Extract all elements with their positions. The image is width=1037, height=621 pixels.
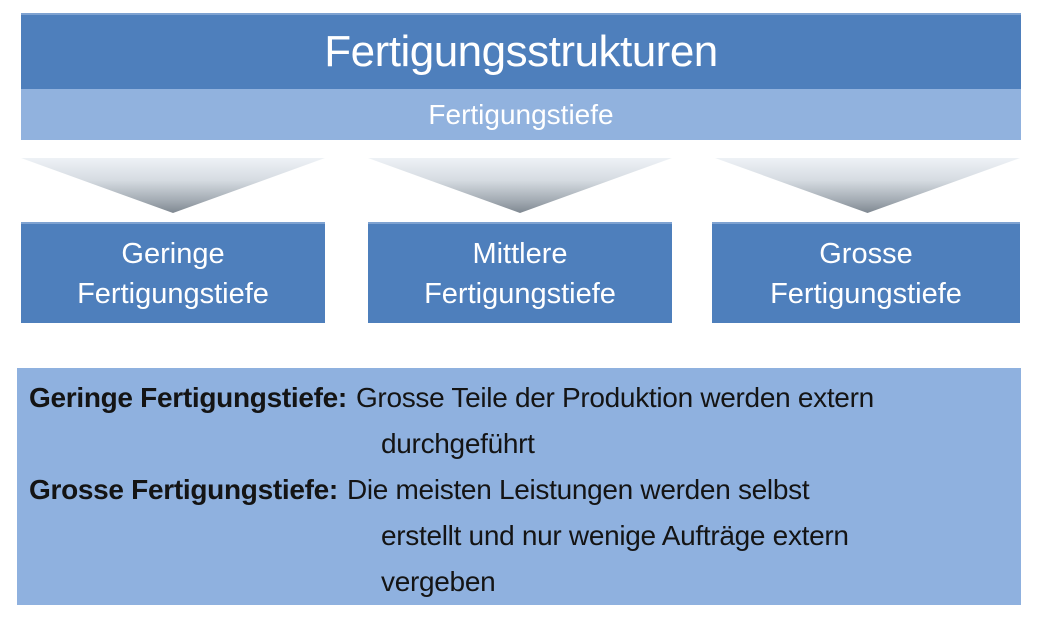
info-line: durchgeführt [29,421,1021,467]
info-box: Geringe Fertigungstiefe: Grosse Teile der… [17,368,1021,605]
info-description: erstellt und nur wenige Aufträge extern [381,520,849,551]
info-description: durchgeführt [381,428,535,459]
down-arrow-icon [368,158,672,213]
level-label-line1: Grosse [819,237,913,270]
info-line: Geringe Fertigungstiefe: Grosse Teile der… [29,375,1021,421]
info-term: Geringe Fertigungstiefe: [29,382,347,413]
subtitle: Fertigungstiefe [428,98,614,130]
info-description: Grosse Teile der Produktion werden exter… [355,382,874,413]
level-box-geringe: Geringe Fertigungstiefe [21,222,325,323]
level-label-line2: Fertigungstiefe [77,277,269,310]
page-title-bar: Fertigungsstrukturen [21,13,1021,89]
info-line: Grosse Fertigungstiefe: Die meisten Leist… [29,467,1021,513]
info-description: vergeben [381,566,496,597]
page-title: Fertigungsstrukturen [324,27,718,76]
header-group: Fertigungsstrukturen Fertigungstiefe [21,13,1021,140]
info-line: vergeben [29,559,1021,605]
down-arrow-icon [715,158,1020,213]
level-label-line2: Fertigungstiefe [770,277,962,310]
info-term: Grosse Fertigungstiefe: [29,474,338,505]
level-box-grosse: Grosse Fertigungstiefe [712,222,1020,323]
level-label-line2: Fertigungstiefe [424,277,616,310]
level-box-mittlere: Mittlere Fertigungstiefe [368,222,672,323]
down-arrow-icon [21,158,325,213]
info-description: Die meisten Leistungen werden selbst [346,474,810,505]
level-label-line1: Geringe [121,237,225,270]
info-line: erstellt und nur wenige Aufträge extern [29,513,1021,559]
subtitle-bar: Fertigungstiefe [21,89,1021,140]
level-label-line1: Mittlere [472,237,568,270]
